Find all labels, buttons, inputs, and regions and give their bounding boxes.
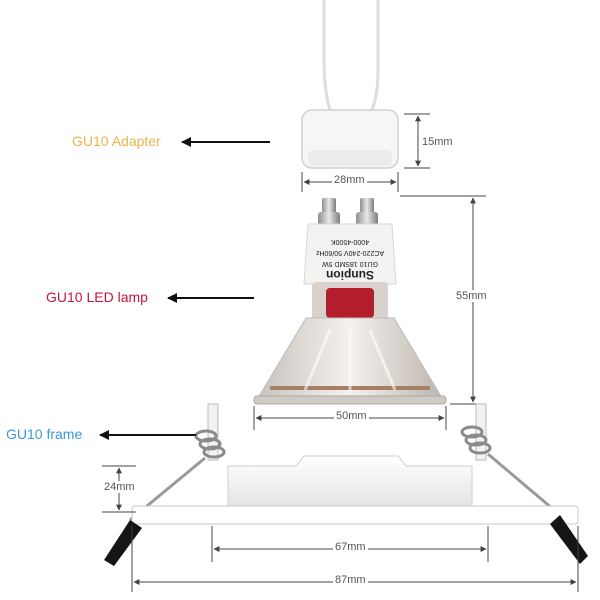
label-gu10-led-lamp: GU10 LED lamp [46,289,148,305]
lamp-spec-line3: 4000-4500K [330,238,370,245]
gu10-frame-shape [104,403,588,566]
lamp-brand: Sunpion [326,268,374,282]
dim-lamp-height: 55mm [454,290,489,302]
dim-frame-outer-width: 87mm [333,574,368,586]
dim-adapter-height: 15mm [422,136,453,148]
dim-frame-inner-width: 67mm [333,541,368,553]
lamp-printed-text: Sunpion GU10 18SMD 5W AC220-240V 50/60Hz… [312,232,388,282]
lamp-spec-line1: GU10 18SMD 5W [321,260,379,267]
dim-adapter-width: 28mm [332,174,367,186]
label-gu10-frame: GU10 frame [6,426,83,442]
lamp-spec-line2: AC220-240V 50/60Hz [315,249,385,256]
adapter-height-dimension [404,113,430,169]
dim-lamp-width: 50mm [334,410,369,422]
label-gu10-adapter: GU10 Adapter [72,133,161,149]
gu10-adapter-shape [301,109,399,169]
adapter-cables [322,0,380,111]
dim-frame-height: 24mm [102,481,137,493]
gu10-led-lamp-shape [253,198,447,405]
